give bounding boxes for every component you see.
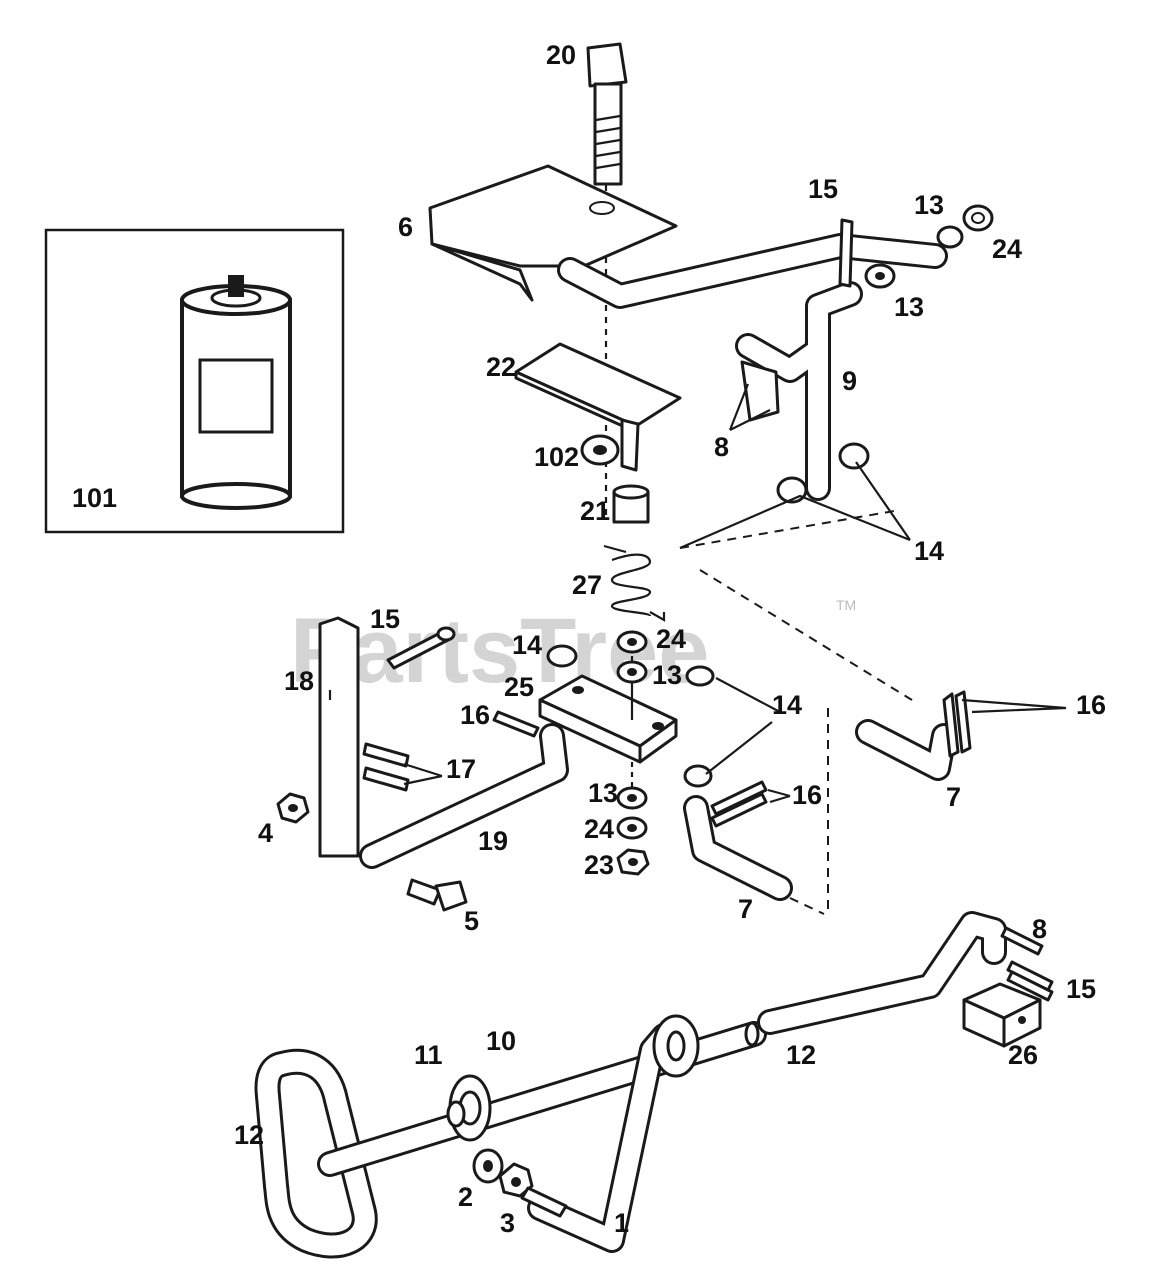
leader-lines: [403, 383, 1067, 804]
callout-15-lower: 15: [1066, 974, 1096, 1004]
washer-part-13-lower: [616, 786, 648, 810]
aerosol-can-part-101: [180, 275, 292, 510]
callout-16-right: 16: [1076, 690, 1106, 720]
callout-16-left: 16: [460, 700, 490, 730]
nut-part-23: [616, 848, 650, 876]
callout-11: 11: [414, 1040, 443, 1070]
block-part-26: [962, 982, 1042, 1048]
pin-part-16-left: [492, 710, 540, 738]
bolt-part-20: [586, 42, 628, 186]
callout-24-lower: 24: [584, 814, 614, 844]
callout-labels: 20 6 15 13 24 13 22 9 8 102 21 14 27 15 …: [234, 40, 1106, 1238]
callout-1: 1: [614, 1208, 629, 1238]
callout-19: 19: [478, 826, 508, 856]
callout-4: 4: [258, 818, 273, 848]
pin-part-15-upper: [838, 218, 854, 288]
bar-part-18: [318, 616, 360, 858]
callout-13-arm: 13: [894, 292, 924, 322]
rod-part-7-upper: [855, 719, 957, 781]
callout-15-top: 15: [808, 174, 838, 204]
callout-14-arm: 14: [914, 536, 944, 566]
washer-part-14-lower: [683, 764, 713, 788]
callout-102: 102: [534, 442, 579, 472]
callout-6: 6: [398, 212, 413, 242]
watermark-trademark: TM: [836, 597, 856, 613]
pins-part-16-middle: [710, 780, 768, 828]
bolt-part-3: [498, 1162, 568, 1218]
callout-23: 23: [584, 850, 614, 880]
nut-part-4: [276, 792, 310, 824]
nut-part-24-lower: [616, 816, 648, 840]
callout-10: 10: [486, 1026, 516, 1056]
spring-part-27: [603, 544, 666, 622]
spacer-part-21: [612, 484, 650, 524]
nut-part-24-end: [962, 204, 994, 232]
callout-12-right: 12: [786, 1040, 816, 1070]
bracket-part-6: [428, 164, 948, 309]
collar-part-11: [446, 1100, 466, 1128]
callout-2: 2: [458, 1182, 473, 1212]
callout-13-mid: 13: [652, 660, 682, 690]
pin-part-8-lower: [1000, 926, 1044, 956]
washer-part-13-end: [936, 225, 964, 249]
callout-8-upper: 8: [714, 432, 729, 462]
pin-part-15-left: [386, 626, 456, 670]
callout-21: 21: [580, 496, 610, 526]
rod-part-19: [359, 723, 569, 869]
callout-5: 5: [464, 906, 479, 936]
bolt-part-5: [406, 878, 468, 912]
washer-part-14-left: [546, 644, 578, 668]
assembly-guide-lines: [679, 509, 913, 915]
callout-17: 17: [446, 754, 476, 784]
callout-7-right: 7: [946, 782, 961, 812]
pins-part-16-right: [942, 690, 972, 758]
callout-7-middle: 7: [738, 894, 753, 924]
pivot-plate-part-25: [538, 656, 678, 764]
arm-part-1: [527, 1014, 700, 1253]
nut-part-24-mid: [616, 630, 648, 654]
nut-part-102: [580, 434, 620, 466]
callout-3: 3: [500, 1208, 515, 1238]
callout-15-left: 15: [370, 604, 400, 634]
nut-part-2: [472, 1148, 504, 1184]
washer-part-13-mid: [616, 660, 648, 684]
washer-part-14-arm: [776, 442, 870, 504]
callout-14-right: 14: [772, 690, 802, 720]
callout-26: 26: [1008, 1040, 1038, 1070]
pin-part-15-lower: [1006, 960, 1054, 1002]
callout-16-middle: 16: [792, 780, 822, 810]
callout-24-top: 24: [992, 234, 1022, 264]
callout-8-lower: 8: [1032, 914, 1047, 944]
plate-part-22: [514, 342, 682, 472]
callout-9: 9: [842, 366, 857, 396]
callout-101: 101: [72, 483, 117, 513]
arm-part-9: [735, 281, 863, 501]
washer-part-14-right: [685, 665, 715, 687]
callout-20: 20: [546, 40, 576, 70]
callout-13-lower: 13: [588, 778, 618, 808]
callout-13-top: 13: [914, 190, 944, 220]
rod-part-7-lower: [683, 795, 793, 901]
shaft-part-12-right: [757, 911, 1007, 1035]
callout-25: 25: [504, 672, 534, 702]
pins-part-17: [362, 742, 410, 792]
callout-27: 27: [572, 570, 602, 600]
washer-part-13-upper: [864, 263, 896, 289]
callout-12-left: 12: [234, 1120, 264, 1150]
callout-18: 18: [284, 666, 314, 696]
inset-box: 101: [44, 228, 345, 534]
callout-14-left: 14: [512, 630, 542, 660]
handle-part-12: [254, 1048, 378, 1259]
callout-22: 22: [486, 352, 516, 382]
callout-24-mid: 24: [656, 624, 686, 654]
